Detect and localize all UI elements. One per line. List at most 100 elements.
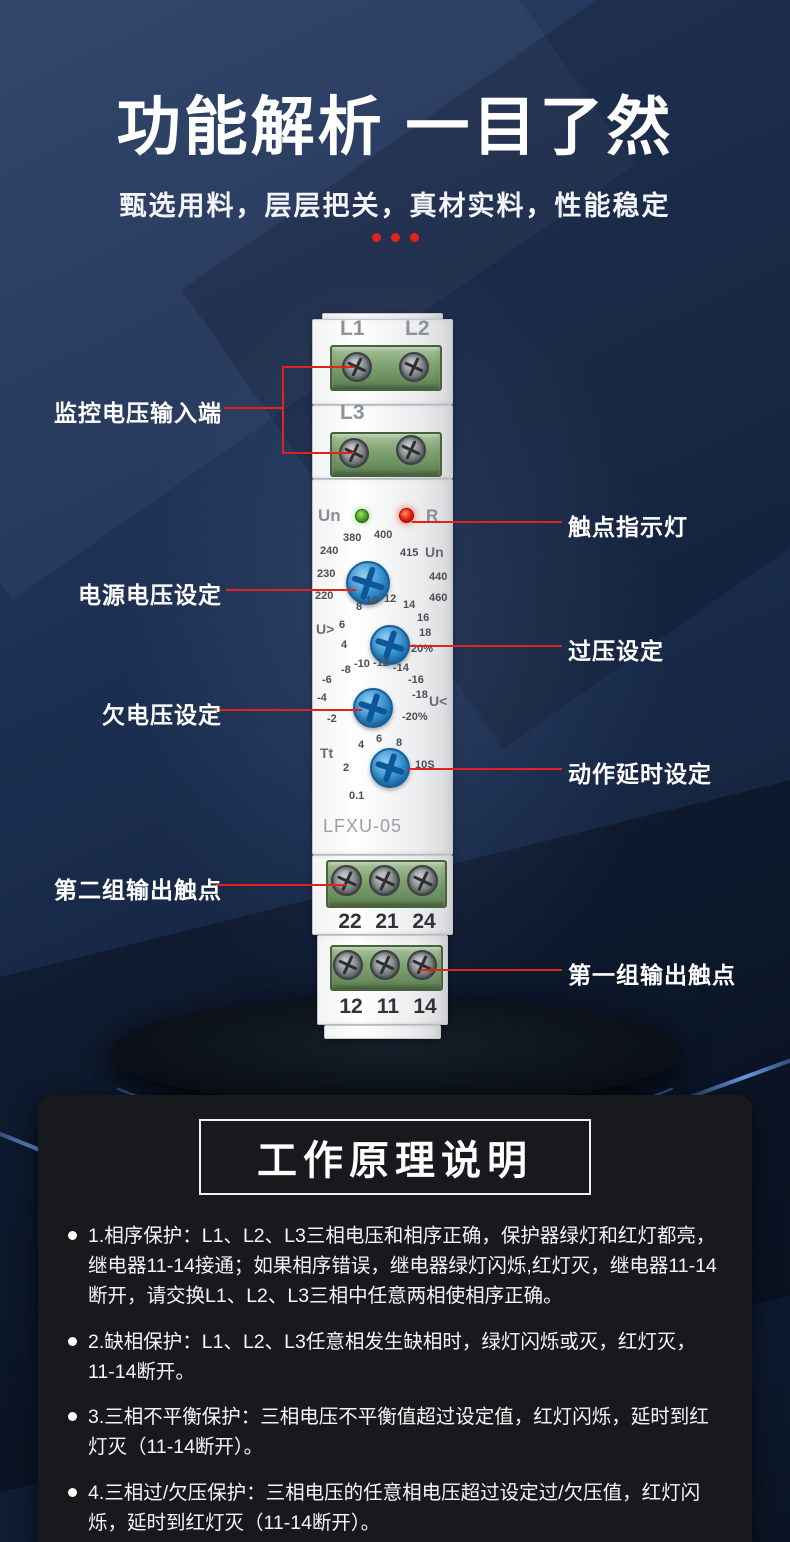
dial-tick: 10 xyxy=(366,595,379,607)
dial-tick: 400 xyxy=(374,529,393,541)
dial-unit-label: U> xyxy=(316,621,335,637)
dial-tick: 4 xyxy=(358,739,365,751)
callout-line xyxy=(408,768,562,770)
decorative-dots-icon xyxy=(0,233,790,242)
dial-tick: 6 xyxy=(376,733,383,745)
dial-tick: -16 xyxy=(408,674,424,686)
terminal-number: 22 xyxy=(338,910,362,933)
device-bottom-tab xyxy=(324,1025,441,1039)
dial-tick: 12 xyxy=(384,593,397,605)
time-delay-dial[interactable] xyxy=(370,748,410,788)
principle-list: 1.相序保护：L1、L2、L3三相电压和相序正确，保护器绿灯和红灯都亮，继电器1… xyxy=(68,1221,720,1538)
led-label-r: R xyxy=(426,506,439,525)
dial-tick: 240 xyxy=(320,545,339,557)
principle-item: 4.三相过/欠压保护：三相电压的任意相电压超过设定过/欠压值，红灯闪烁，延时到红… xyxy=(68,1478,720,1538)
screw-terminal-icon xyxy=(369,865,400,896)
principle-item-text: 2.缺相保护：L1、L2、L3任意相发生缺相时，绿灯闪烁或灭，红灯灭，11-14… xyxy=(88,1330,696,1383)
bullet-icon xyxy=(68,1487,77,1497)
device-section-body xyxy=(312,479,453,855)
dial-tick: 2 xyxy=(343,762,350,774)
callout-line xyxy=(226,589,356,591)
callout-output-group1: 第一组输出触点 xyxy=(568,962,736,988)
relay-device: L1 L2 L3 Un R 380 400 415 240 230 220 4 4… xyxy=(310,313,455,1043)
page-subtitle: 甄选用料，层层把关，真材实料，性能稳定 xyxy=(119,191,671,221)
principle-item: 2.缺相保护：L1、L2、L3任意相发生缺相时，绿灯闪烁或灭，红灯灭，11-14… xyxy=(68,1327,720,1387)
red-led-icon xyxy=(399,508,414,523)
dial-tick: 4 xyxy=(341,639,348,651)
callout-line xyxy=(282,452,354,454)
dial-unit-label: Tt xyxy=(320,745,334,761)
principle-panel: 工作原理说明 1.相序保护：L1、L2、L3三相电压和相序正确，保护器绿灯和红灯… xyxy=(38,1095,752,1542)
principle-title: 工作原理说明 xyxy=(199,1119,591,1195)
green-led-icon xyxy=(355,509,369,523)
undervoltage-dial[interactable] xyxy=(353,688,393,728)
dial-tick: -12 xyxy=(373,657,389,669)
callout-undervoltage: 欠电压设定 xyxy=(102,702,222,728)
terminal-number: 21 xyxy=(375,910,399,933)
dial-tick: 415 xyxy=(400,547,419,559)
bullet-icon xyxy=(68,1231,77,1240)
dial-tick: 220 xyxy=(315,590,334,602)
led-label-un: Un xyxy=(318,506,341,525)
callout-supply-voltage: 电源电压设定 xyxy=(78,582,222,608)
terminal-label-l1: L1 xyxy=(340,317,365,340)
overvoltage-dial[interactable] xyxy=(370,625,410,665)
dial-tick: -10 xyxy=(354,658,370,670)
dial-tick: 460 xyxy=(429,592,448,604)
callout-time-delay: 动作延时设定 xyxy=(568,761,712,787)
dial-tick: -14 xyxy=(393,662,409,674)
callout-line xyxy=(282,366,284,454)
dial-tick: 18 xyxy=(419,627,432,639)
bullet-icon xyxy=(68,1412,77,1422)
principle-item: 3.三相不平衡保护：三相电压不平衡值超过设定值，红灯闪烁，延时到红灯灭（11-1… xyxy=(68,1402,720,1462)
principle-item-text: 4.三相过/欠压保护：三相电压的任意相电压超过设定过/欠压值，红灯闪烁，延时到红… xyxy=(88,1481,701,1534)
callout-output-group2: 第二组输出触点 xyxy=(54,877,222,903)
model-label: LFXU-05 xyxy=(323,816,403,836)
screw-terminal-icon xyxy=(407,950,437,980)
principle-item: 1.相序保护：L1、L2、L3三相电压和相序正确，保护器绿灯和红灯都亮，继电器1… xyxy=(68,1221,720,1312)
dial-tick: -4 xyxy=(317,692,327,704)
dial-tick: -8 xyxy=(341,664,351,676)
screw-terminal-icon xyxy=(407,865,438,896)
screw-terminal-icon xyxy=(370,950,400,980)
page-title: 功能解析 一目了然 xyxy=(116,91,674,163)
dial-tick: 6 xyxy=(339,619,346,631)
terminal-number: 24 xyxy=(412,910,436,933)
dial-tick: -6 xyxy=(322,674,332,686)
dial-tick: 0.1 xyxy=(349,790,365,802)
callout-overvoltage: 过压设定 xyxy=(568,638,664,664)
callout-line xyxy=(282,366,354,368)
screw-terminal-icon xyxy=(333,950,363,980)
dial-tick: -20% xyxy=(402,711,428,723)
principle-item-text: 1.相序保护：L1、L2、L3三相电压和相序正确，保护器绿灯和红灯都亮，继电器1… xyxy=(88,1225,717,1308)
callout-line xyxy=(410,645,562,647)
dial-tick: 16 xyxy=(417,612,430,624)
dial-tick: -18 xyxy=(412,689,428,701)
terminal-number: 11 xyxy=(376,995,400,1018)
callout-line xyxy=(214,709,362,711)
dial-unit-label: U< xyxy=(429,693,448,709)
terminal-number: 12 xyxy=(339,995,363,1018)
supply-voltage-dial[interactable] xyxy=(346,561,390,605)
screw-terminal-icon xyxy=(396,435,426,465)
callout-input-terminals: 监控电压输入端 xyxy=(54,400,222,426)
callout-line xyxy=(412,521,562,523)
callout-line xyxy=(224,407,284,409)
dial-unit-label: Un xyxy=(425,544,444,560)
dial-tick: 230 xyxy=(317,568,336,580)
dial-tick: -2 xyxy=(327,713,337,725)
terminal-number: 14 xyxy=(413,995,437,1018)
dial-tick: 14 xyxy=(403,599,416,611)
terminal-label-l3: L3 xyxy=(340,401,365,424)
principle-item-text: 3.三相不平衡保护：三相电压不平衡值超过设定值，红灯闪烁，延时到红灯灭（11-1… xyxy=(88,1406,709,1459)
dial-tick: 8 xyxy=(356,601,363,613)
callout-indicator-leds: 触点指示灯 xyxy=(568,514,688,540)
callout-line xyxy=(216,884,346,886)
bullet-icon xyxy=(68,1336,77,1346)
terminal-label-l2: L2 xyxy=(405,317,430,340)
screw-terminal-icon xyxy=(399,352,429,382)
dial-tick: 8 xyxy=(396,737,403,749)
screw-terminal-icon xyxy=(331,865,362,896)
dial-tick: 380 xyxy=(343,532,362,544)
